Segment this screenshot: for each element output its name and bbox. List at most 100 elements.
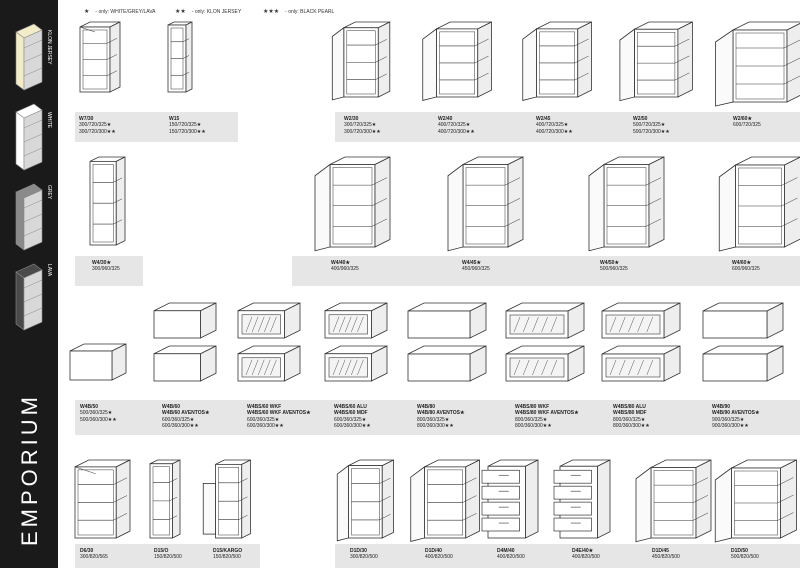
- cabinet-dimensions: 150/820/500: [154, 554, 182, 561]
- cabinet-dimensions: 800/360/325★: [515, 416, 548, 423]
- cabinet-dimensions: 400/720/325★: [438, 122, 471, 129]
- cabinet-dimensions: 500/960/325: [600, 266, 628, 273]
- finish-label: LAVA: [46, 264, 52, 277]
- cabinet-dimensions: 600/960/325: [732, 266, 760, 273]
- cabinet-dimensions: 600/360/300★★: [334, 422, 371, 429]
- cabinet-dimensions: 500/720/325★: [633, 122, 666, 129]
- cabinet-dimensions: 600/360/325★: [334, 416, 367, 423]
- label-band: [75, 400, 800, 435]
- cabinet-code-alt: W4B/80 AVENTOS★: [417, 410, 465, 417]
- cabinet-code: D15/O: [154, 548, 169, 554]
- cabinet-code: W4/40★: [331, 260, 350, 266]
- cabinet-code-alt: W4BS/60 WKF AVENTOS★: [247, 410, 311, 417]
- cabinet-code-alt: W4BS/80 WKF AVENTOS★: [515, 410, 579, 417]
- cabinet-dimensions: 800/360/325★: [417, 416, 450, 423]
- cabinet-code-alt: W4B/90 AVENTOS★: [712, 410, 760, 417]
- cabinet-dimensions: 450/820/500: [652, 554, 680, 561]
- cabinet-code: W2/30: [344, 116, 359, 122]
- cabinet-dimensions: 400/820/500: [572, 554, 600, 561]
- cabinet-dimensions: 400/820/500: [497, 554, 525, 561]
- label-band: [75, 544, 260, 568]
- cabinet-dimensions: 800/360/300★★: [613, 422, 650, 429]
- cabinet-dimensions: 800/360/300★★: [417, 422, 454, 429]
- cabinet-dimensions: 800/360/300★★: [515, 422, 552, 429]
- cabinet-dimensions: 300/720/325★: [344, 122, 377, 129]
- cabinet-drawing: [336, 459, 394, 542]
- finish-label: GREY: [46, 185, 52, 200]
- cabinet-code-alt: W4BS/80 MDF: [613, 410, 647, 417]
- cabinet-dimensions: 500/360/325★: [80, 410, 113, 417]
- label-band: [335, 544, 800, 568]
- label-band: [75, 256, 143, 286]
- cabinet-drawing: [481, 459, 539, 539]
- cabinet-dimensions: 150/720/300★★: [169, 128, 206, 135]
- cabinet-dimensions: 300/820/500: [350, 554, 378, 561]
- brand-logo: EMPORIUM: [17, 393, 42, 546]
- cabinet-drawing: [619, 21, 693, 102]
- cabinet-drawing: [237, 302, 301, 382]
- cabinet-icon: [15, 23, 43, 91]
- cabinet-drawing: [635, 459, 712, 543]
- finish-swatch-grey: [12, 182, 46, 252]
- cabinet-code: W2/40: [438, 116, 453, 122]
- cabinet-dimensions: 450/960/325: [462, 266, 490, 273]
- cabinet-code: W4BS/60 WKF: [247, 404, 282, 410]
- cabinet-label: W4/45★450/960/325: [462, 260, 490, 273]
- cabinet-code: W4/60★: [732, 260, 751, 266]
- cabinet-code: D1D/30: [350, 548, 367, 554]
- legend-item: ★- only: WHITE/GREY/LAVA: [84, 9, 156, 15]
- cabinet-code: W2/45: [536, 116, 551, 122]
- cabinet-dimensions: 800/360/325★: [613, 416, 646, 423]
- cabinet-drawing: [715, 21, 800, 107]
- cabinet-code: W4/30★: [92, 260, 111, 266]
- cabinet-drawing: [601, 302, 681, 382]
- cabinet-dimensions: 600/360/300★★: [162, 422, 199, 429]
- cabinet-dimensions: 600/720/325: [733, 122, 761, 129]
- cabinet-icon: [15, 183, 43, 251]
- cabinet-drawing: [702, 302, 784, 382]
- cabinet-dimensions: 300/960/325: [92, 266, 120, 273]
- cabinet-drawing: [714, 459, 797, 543]
- cabinet-drawing: [324, 302, 388, 382]
- cabinet-dimensions: 900/360/325★: [712, 416, 745, 423]
- cabinet-drawing: [718, 156, 800, 252]
- cabinet-drawing: [153, 302, 217, 382]
- cabinet-code-alt: W4BS/60 MDF: [334, 410, 368, 417]
- cabinet-dimensions: 300/820/565: [80, 554, 108, 561]
- cabinet-dimensions: 300/720/300★★: [344, 128, 381, 135]
- label-band: [292, 256, 800, 286]
- cabinet-drawing: [202, 459, 251, 539]
- cabinet-icon: [15, 103, 43, 171]
- cabinet-dimensions: 400/960/325: [331, 266, 359, 273]
- cabinet-dimensions: 600/360/300★★: [247, 422, 284, 429]
- cabinet-drawing: [410, 459, 480, 542]
- cabinet-code: W4B/60: [162, 404, 181, 410]
- cabinet-code: D1D/40: [425, 548, 442, 554]
- cabinet-icon: [15, 263, 43, 331]
- cabinet-label: W4/40★400/960/325: [331, 260, 359, 273]
- cabinet-code: D4M/40: [497, 548, 515, 554]
- cabinet-drawing: [588, 156, 665, 252]
- cabinet-dimensions: 500/820/500: [731, 554, 759, 561]
- cabinet-dimensions: 300/720/325★: [79, 122, 112, 129]
- cabinet-code: W15: [169, 116, 180, 122]
- cabinet-dimensions: 500/720/300★★: [633, 128, 670, 135]
- cabinet-label: W4/60★600/960/325: [732, 260, 760, 273]
- cabinet-drawing: [69, 343, 127, 381]
- finish-sidebar: KLON JERSEY WHITE GREY LAVA EMPORIUM: [0, 0, 58, 568]
- cabinet-code-alt: W4B/60 AVENTOS★: [162, 410, 210, 417]
